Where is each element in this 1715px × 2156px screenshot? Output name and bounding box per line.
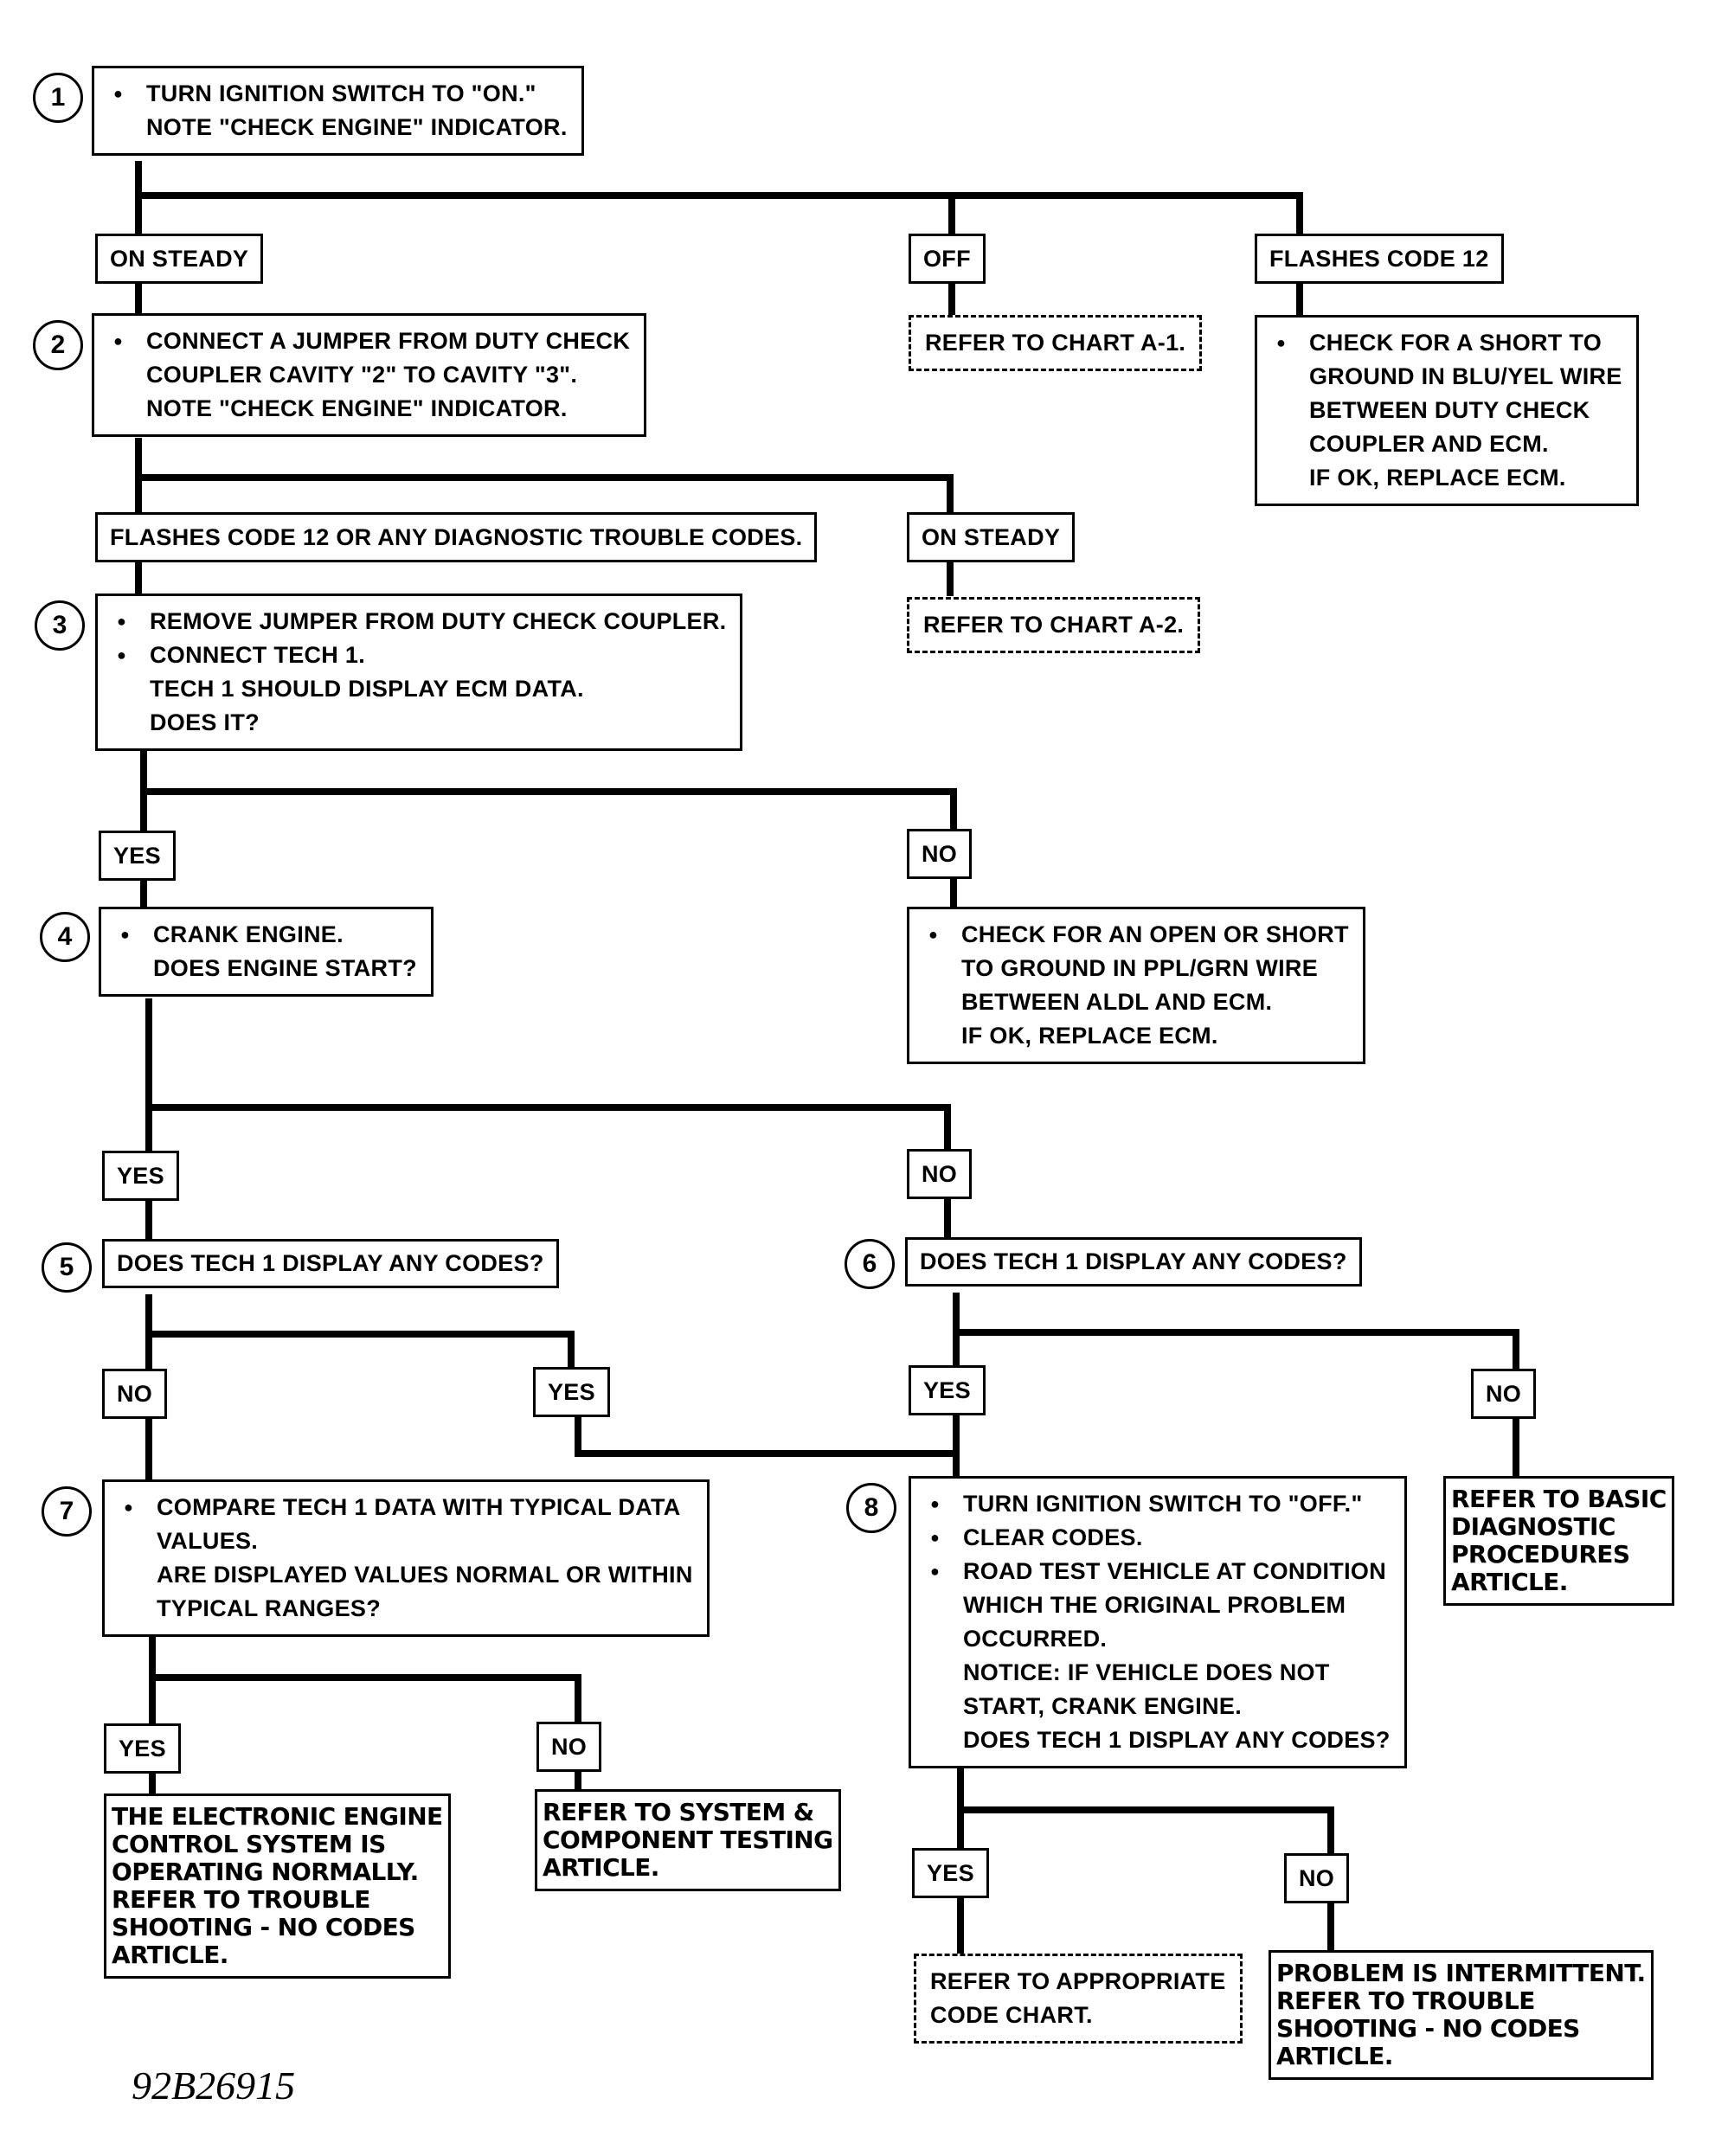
result-operating-normally: THE ELECTRONIC ENGINE CONTROL SYSTEM IS … xyxy=(104,1793,451,1979)
step-2-box: CONNECT A JUMPER FROM DUTY CHECK COUPLER… xyxy=(92,313,647,437)
branch-label-off: OFF xyxy=(909,234,986,284)
step-number-badge: 8 xyxy=(846,1483,896,1533)
step-4-box: CRANK ENGINE. DOES ENGINE START? xyxy=(99,907,434,997)
branch-label-yes: YES xyxy=(533,1367,610,1417)
result-open-ppl-grn: CHECK FOR AN OPEN OR SHORT TO GROUND IN … xyxy=(907,907,1365,1064)
step-number-badge: 7 xyxy=(42,1486,92,1537)
branch-label-yes: YES xyxy=(909,1365,986,1415)
result-system-component-testing: REFER TO SYSTEM & COMPONENT TESTING ARTI… xyxy=(535,1789,841,1891)
branch-label-yes: YES xyxy=(104,1723,181,1774)
connector-step1-results xyxy=(948,279,1303,317)
step-number-badge: 3 xyxy=(35,600,85,651)
result-refer-chart-a2: REFER TO CHART A-2. xyxy=(907,597,1201,653)
step-7-box: COMPARE TECH 1 DATA WITH TYPICAL DATA VA… xyxy=(102,1479,710,1637)
connector-yes5-to-step8 xyxy=(575,1411,960,1457)
step-number-badge: 2 xyxy=(33,320,83,370)
step-number-badge: 5 xyxy=(42,1242,92,1293)
connector-step1 xyxy=(135,161,1303,325)
branch-label-yes: YES xyxy=(912,1848,989,1898)
result-refer-chart-a1: REFER TO CHART A-1. xyxy=(909,315,1203,371)
connector-step5 xyxy=(145,1294,575,1486)
figure-id: 92B26915 xyxy=(132,2063,296,2108)
connector-step3 xyxy=(140,749,957,916)
step-3-box: REMOVE JUMPER FROM DUTY CHECK COUPLER. C… xyxy=(95,594,743,751)
step-1-box: TURN IGNITION SWITCH TO "ON." NOTE "CHEC… xyxy=(92,66,584,156)
result-basic-diagnostic-procedures: REFER TO BASIC DIAGNOSTIC PROCEDURES ART… xyxy=(1443,1476,1674,1606)
branch-label-on-steady: ON STEADY xyxy=(95,234,264,284)
result-short-blu-yel: CHECK FOR A SHORT TO GROUND IN BLU/YEL W… xyxy=(1255,315,1639,506)
step-8-box: TURN IGNITION SWITCH TO "OFF." CLEAR COD… xyxy=(909,1476,1407,1768)
step-6-box: DOES TECH 1 DISPLAY ANY CODES? xyxy=(905,1237,1362,1287)
connector-step8 xyxy=(957,1768,1334,1960)
branch-label-flashes-any-codes: FLASHES CODE 12 OR ANY DIAGNOSTIC TROUBL… xyxy=(95,512,818,562)
branch-label-no: NO xyxy=(102,1369,168,1419)
connector-step2 xyxy=(135,438,954,600)
step-number-badge: 4 xyxy=(40,912,90,962)
step-number-badge: 1 xyxy=(33,73,83,123)
step-5-box: DOES TECH 1 DISPLAY ANY CODES? xyxy=(102,1239,559,1288)
connector-step7 xyxy=(149,1634,581,1801)
connector-step6 xyxy=(953,1293,1519,1483)
branch-label-no: NO xyxy=(907,1149,973,1199)
branch-label-no: NO xyxy=(907,829,973,879)
result-problem-intermittent: PROBLEM IS INTERMITTENT. REFER TO TROUBL… xyxy=(1269,1950,1654,2080)
branch-label-no: NO xyxy=(1284,1853,1350,1903)
connector-step4 xyxy=(145,998,951,1242)
result-appropriate-code-chart: REFER TO APPROPRIATE CODE CHART. xyxy=(914,1954,1243,2044)
branch-label-on-steady: ON STEADY xyxy=(907,512,1076,562)
branch-label-flashes-code-12: FLASHES CODE 12 xyxy=(1255,234,1504,284)
branch-label-yes: YES xyxy=(99,831,176,881)
branch-label-no: NO xyxy=(1471,1369,1537,1419)
branch-label-no: NO xyxy=(536,1722,602,1772)
branch-label-yes: YES xyxy=(102,1151,179,1201)
step-number-badge: 6 xyxy=(845,1239,895,1289)
